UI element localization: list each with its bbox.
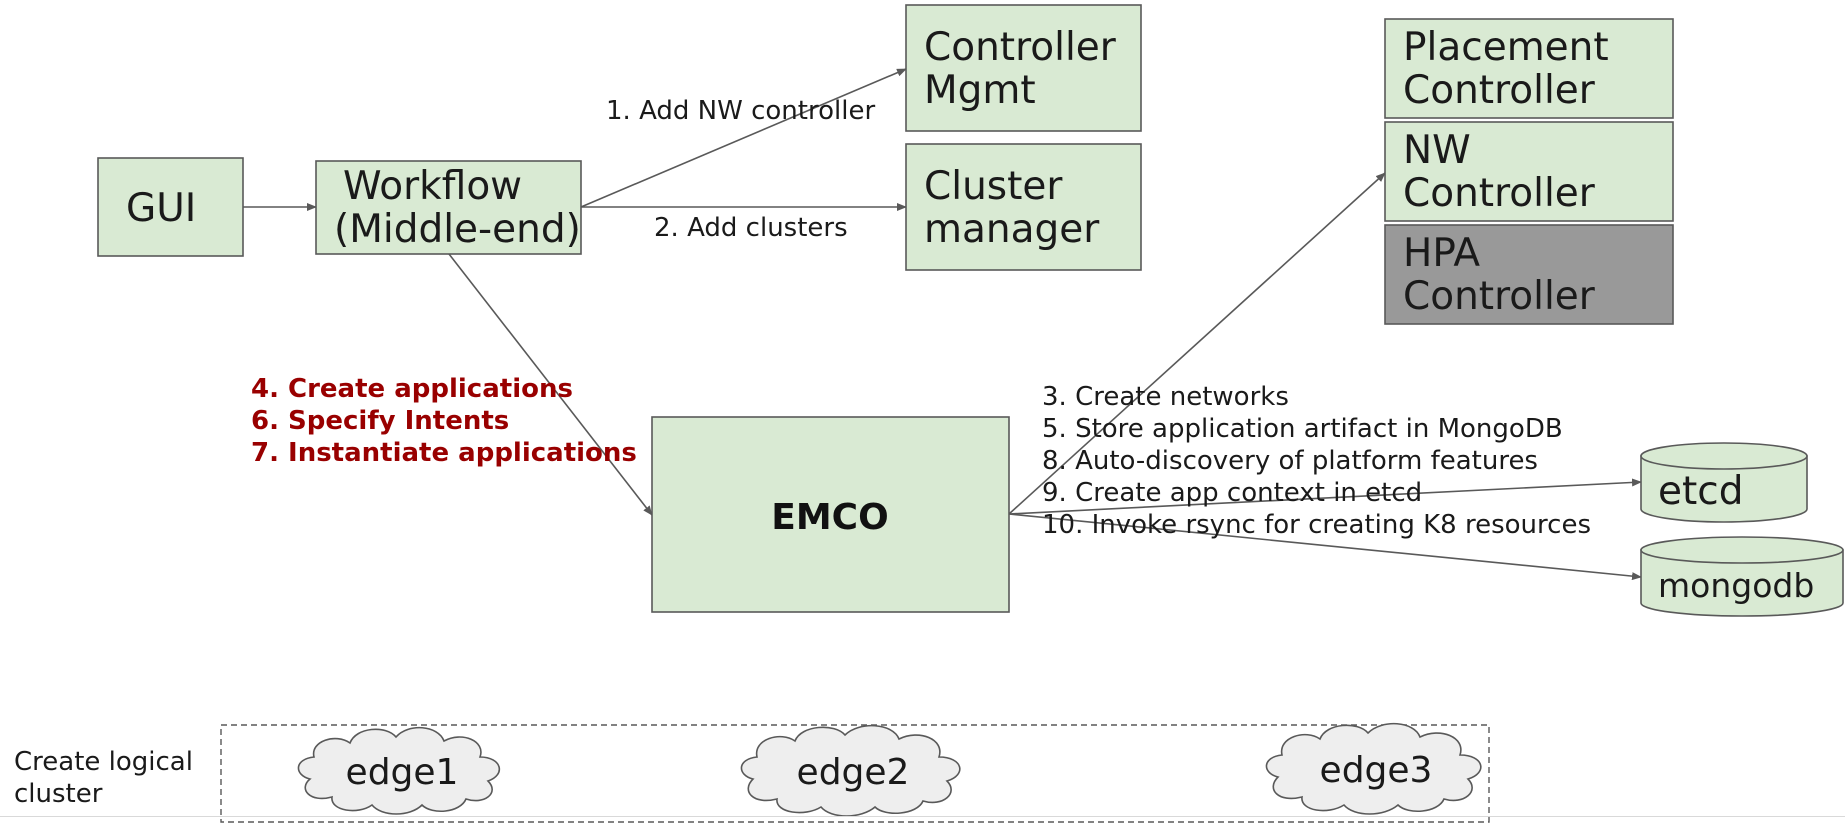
cluster-manager-label-line2: manager [924,207,1100,252]
logical-cluster-label-line1: Create logical [14,747,193,777]
etcd-database: etcd [1640,442,1808,523]
hpa-controller-label-line1: HPA [1403,231,1480,276]
bottom-divider [0,816,1845,817]
nw-controller-node: NW Controller [1384,121,1674,222]
gui-label: GUI [126,186,196,231]
edge3-label: edge3 [1320,750,1433,791]
edge1-cloud: edge1 [297,726,500,815]
edge-emco-to-etcd [1008,478,1642,515]
mongodb-label: mongodb [1658,566,1814,605]
workflow-label-line1: Workflow [343,164,522,209]
emco-node: EMCO [651,416,1010,613]
controller-mgmt-node: Controller Mgmt [905,4,1142,132]
workflow-step: 7. Instantiate applications [251,438,637,468]
edge-workflow-to-controller-mgmt [580,68,907,208]
nw-controller-label-line1: NW [1403,128,1471,173]
workflow-label-line2: (Middle-end) [334,207,581,252]
logical-cluster-group: Create logical cluster edge1 edge2 edge3 [14,722,1490,823]
logical-cluster-box [220,724,1490,823]
emco-step: 9. Create app context in etcd [1042,478,1422,508]
hpa-controller-node: HPA Controller [1384,224,1674,325]
emco-step: 8. Auto-discovery of platform features [1042,446,1538,476]
emco-step: 3. Create networks [1042,382,1289,412]
cluster-manager-node: Cluster manager [905,143,1142,271]
edge-emco-to-nw-controller [1008,172,1386,515]
emco-label: EMCO [771,497,888,538]
placement-controller-node: Placement Controller [1384,18,1674,119]
cluster-manager-label-line1: Cluster [924,164,1063,209]
nw-controller-label-line2: Controller [1403,171,1596,216]
gui-node: GUI [97,157,244,257]
edge-workflow-to-emco [448,253,653,516]
controller-mgmt-label-line1: Controller [924,25,1117,70]
placement-controller-label-line1: Placement [1403,25,1609,70]
edge-label-add-clusters: 2. Add clusters [654,213,848,243]
etcd-label: etcd [1658,469,1743,514]
emco-step: 5. Store application artifact in MongoDB [1042,414,1563,444]
edge2-label: edge2 [797,752,910,793]
emco-step: 10. Invoke rsync for creating K8 resourc… [1042,510,1591,540]
edge2-cloud: edge2 [740,724,961,817]
mongodb-database: mongodb [1640,536,1844,617]
emco-steps: 3. Create networks 5. Store application … [1042,382,1591,540]
workflow-steps: 4. Create applications 6. Specify Intent… [251,374,637,468]
edge-label-add-nw-controller: 1. Add NW controller [606,96,875,126]
workflow-step: 4. Create applications [251,374,573,404]
workflow-step: 6. Specify Intents [251,406,509,436]
placement-controller-label-line2: Controller [1403,68,1596,113]
controller-mgmt-label-line2: Mgmt [924,68,1036,113]
edge3-cloud: edge3 [1265,722,1482,815]
hpa-controller-label-line2: Controller [1403,274,1596,319]
logical-cluster-label-line2: cluster [14,779,103,809]
edge1-label: edge1 [346,752,459,793]
workflow-node: Workflow (Middle-end) [315,160,582,255]
edge-emco-to-mongodb [1008,513,1642,581]
